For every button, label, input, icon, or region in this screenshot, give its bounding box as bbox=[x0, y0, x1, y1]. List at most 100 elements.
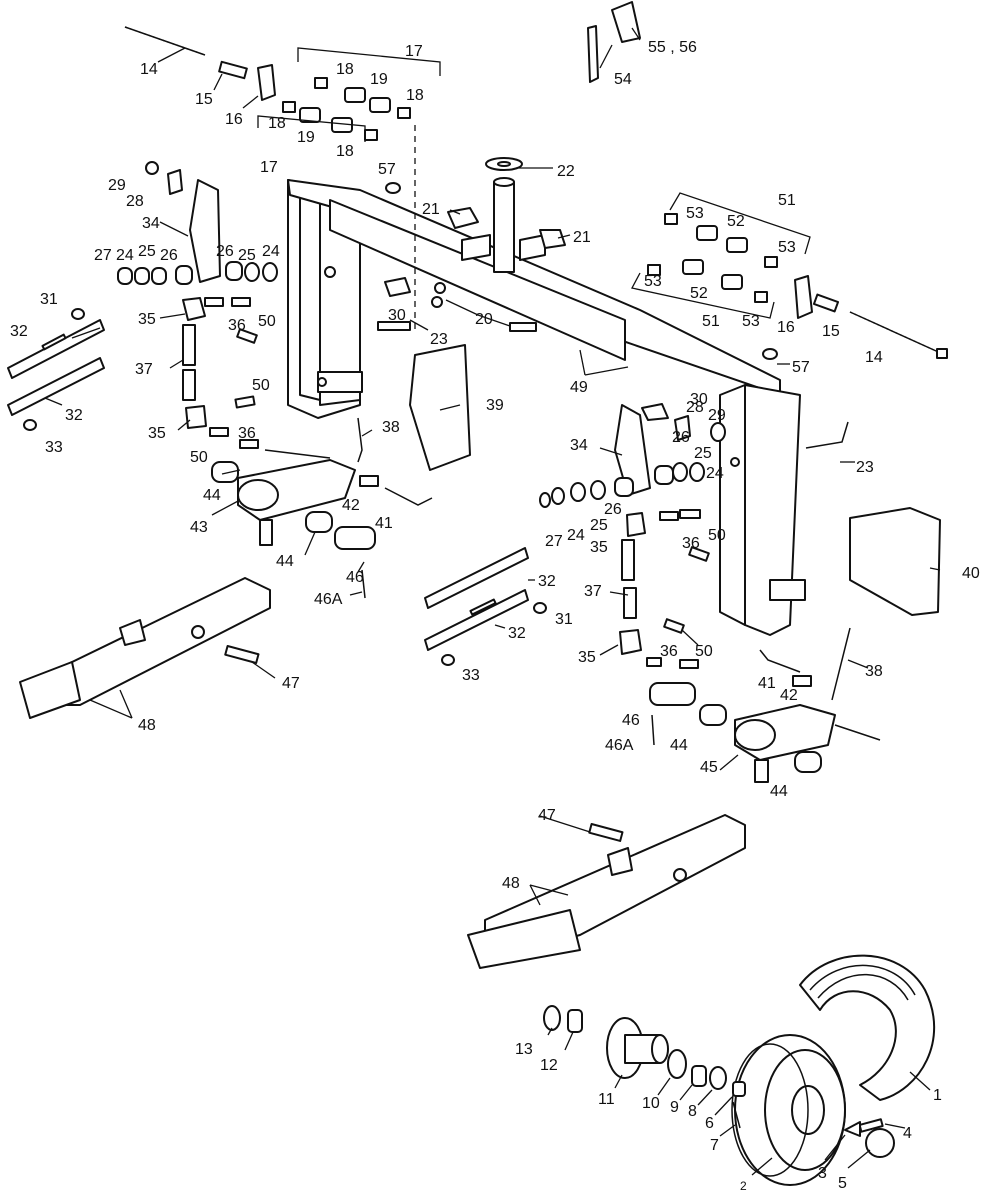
plate-54 bbox=[587, 25, 599, 83]
pin-15-top bbox=[218, 60, 248, 80]
callout-7: 7 bbox=[710, 1137, 719, 1154]
lever-38-left bbox=[357, 417, 363, 463]
callout-6: 6 bbox=[705, 1115, 714, 1132]
callout-37: 37 bbox=[135, 361, 153, 378]
bracket-30-right bbox=[641, 403, 669, 421]
callout-44: 44 bbox=[670, 737, 688, 754]
callout-53: 53 bbox=[644, 273, 662, 290]
callout-46a: 46A bbox=[314, 591, 343, 608]
shield-40 bbox=[849, 507, 941, 616]
callout-4: 4 bbox=[903, 1125, 912, 1142]
caps-31-33 bbox=[23, 308, 547, 666]
callout-44: 44 bbox=[203, 487, 221, 504]
callout-26: 26 bbox=[216, 243, 234, 260]
rod-41-right bbox=[759, 649, 801, 673]
callout-24: 24 bbox=[262, 243, 280, 260]
callout-57: 57 bbox=[792, 359, 810, 376]
callout-46: 46 bbox=[622, 712, 640, 729]
lever-38-right bbox=[831, 627, 851, 701]
hinge-arm-34-right bbox=[539, 404, 726, 508]
rod-14-right bbox=[849, 311, 948, 359]
callout-38: 38 bbox=[382, 419, 400, 436]
pins-20 bbox=[431, 282, 537, 332]
callout-18: 18 bbox=[406, 87, 424, 104]
callout-22: 22 bbox=[557, 163, 575, 180]
bolt-47-left bbox=[224, 644, 260, 664]
callout-50: 50 bbox=[258, 313, 276, 330]
callout-54: 54 bbox=[614, 71, 632, 88]
callout-35: 35 bbox=[578, 649, 596, 666]
callout-18: 18 bbox=[268, 115, 286, 132]
springs-52 bbox=[682, 225, 748, 290]
pin-15-right bbox=[812, 293, 840, 313]
callout-45: 45 bbox=[700, 759, 718, 776]
callout-50: 50 bbox=[252, 377, 270, 394]
callout-25: 25 bbox=[238, 247, 256, 264]
callout-36: 36 bbox=[238, 425, 256, 442]
callout-16: 16 bbox=[225, 111, 243, 128]
callout-23: 23 bbox=[430, 331, 448, 348]
callout-36: 36 bbox=[660, 643, 678, 660]
callout-21: 21 bbox=[422, 201, 440, 218]
callout-49: 49 bbox=[570, 379, 588, 396]
callout-55-56: 55 , 56 bbox=[648, 39, 697, 56]
callout-31: 31 bbox=[555, 611, 573, 628]
callout-47: 47 bbox=[282, 675, 300, 692]
callout-52: 52 bbox=[690, 285, 708, 302]
tire-1 bbox=[799, 954, 936, 1101]
stud-3 bbox=[844, 1121, 861, 1137]
callout-26: 26 bbox=[604, 501, 622, 518]
bracket-30-left bbox=[384, 277, 411, 297]
callout-41: 41 bbox=[758, 675, 776, 692]
callout-35: 35 bbox=[590, 539, 608, 556]
callout-43: 43 bbox=[190, 519, 208, 536]
bracket-16-top bbox=[257, 64, 276, 101]
callout-34: 34 bbox=[570, 437, 588, 454]
bracket-21-right bbox=[539, 229, 566, 249]
callout-8: 8 bbox=[688, 1103, 697, 1120]
callout-2: 2 bbox=[740, 1179, 747, 1193]
callout-35: 35 bbox=[148, 425, 166, 442]
callout-31: 31 bbox=[40, 291, 58, 308]
callout-23: 23 bbox=[856, 459, 874, 476]
callout-17: 17 bbox=[405, 43, 423, 60]
brace-51-top bbox=[669, 192, 811, 255]
callout-10: 10 bbox=[642, 1095, 660, 1112]
callout-36: 36 bbox=[682, 535, 700, 552]
callout-41: 41 bbox=[375, 515, 393, 532]
spring-42-right bbox=[792, 675, 812, 687]
callout-33: 33 bbox=[45, 439, 63, 456]
callout-28: 28 bbox=[126, 193, 144, 210]
callout-19: 19 bbox=[370, 71, 388, 88]
brace-17-top bbox=[297, 47, 441, 76]
callout-30: 30 bbox=[690, 391, 708, 408]
callout-57: 57 bbox=[378, 161, 396, 178]
cap-57-top bbox=[385, 182, 401, 194]
callout-28: 28 bbox=[686, 399, 704, 416]
callout-12: 12 bbox=[540, 1057, 558, 1074]
callout-18: 18 bbox=[336, 61, 354, 78]
callout-29: 29 bbox=[108, 177, 126, 194]
pins-23 bbox=[377, 321, 849, 449]
callout-36: 36 bbox=[228, 317, 246, 334]
rod-41-left bbox=[384, 487, 433, 506]
callout-40: 40 bbox=[962, 565, 980, 582]
callout-24: 24 bbox=[567, 527, 585, 544]
callout-19: 19 bbox=[297, 129, 315, 146]
callout-50: 50 bbox=[708, 527, 726, 544]
callout-21: 21 bbox=[573, 229, 591, 246]
callout-25: 25 bbox=[694, 445, 712, 462]
callout-32: 32 bbox=[538, 573, 556, 590]
callout-50: 50 bbox=[695, 643, 713, 660]
callout-9: 9 bbox=[670, 1099, 679, 1116]
shield-39 bbox=[409, 344, 471, 471]
callout-46a: 46A bbox=[605, 737, 634, 754]
callout-16: 16 bbox=[777, 319, 795, 336]
callout-15: 15 bbox=[822, 323, 840, 340]
hub-11 bbox=[606, 1017, 669, 1079]
callout-53: 53 bbox=[778, 239, 796, 256]
cap-5 bbox=[865, 1128, 895, 1158]
callout-24: 24 bbox=[706, 465, 724, 482]
bracket-16-right bbox=[794, 275, 813, 319]
